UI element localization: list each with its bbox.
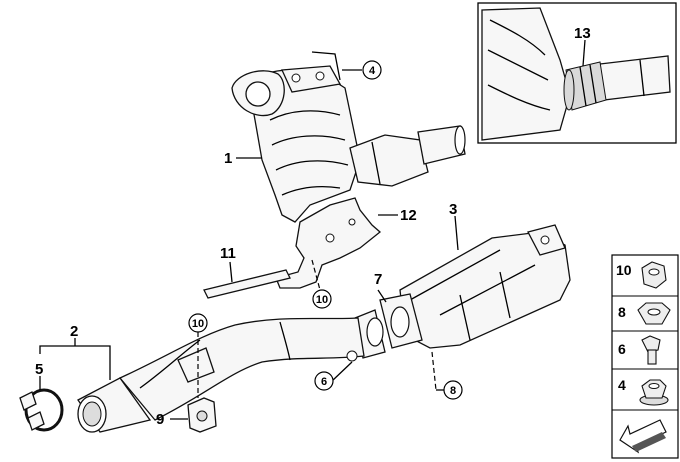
bolt-icon bbox=[641, 335, 661, 365]
callout-11: 11 bbox=[220, 245, 236, 262]
sleeve-part-13 bbox=[563, 61, 607, 111]
inlet-flange bbox=[231, 70, 285, 117]
flange-nut-icon bbox=[639, 379, 669, 406]
callout-9: 9 bbox=[156, 411, 164, 428]
sidebar-label-4: 4 bbox=[618, 377, 626, 393]
callout-1: 1 bbox=[224, 150, 232, 167]
catalyst-muffler-part-3 bbox=[399, 224, 571, 349]
callout-8: 8 bbox=[450, 385, 456, 397]
gasket-part-7 bbox=[379, 293, 423, 349]
sidebar-label-10: 10 bbox=[616, 262, 632, 278]
hardware-sidebar: 10 8 6 4 bbox=[611, 254, 679, 459]
rubber-mount-part-9 bbox=[187, 397, 217, 433]
callout-10-lower: 10 bbox=[192, 318, 204, 330]
callout-10-upper: 10 bbox=[316, 294, 328, 306]
hex-nut-icon bbox=[637, 302, 671, 325]
nut-icon bbox=[641, 261, 667, 289]
bracket-part-12 bbox=[275, 197, 382, 289]
callout-6: 6 bbox=[321, 376, 327, 388]
direction-arrow-icon bbox=[619, 419, 667, 454]
callout-5: 5 bbox=[35, 361, 43, 378]
inset-detail-panel: 13 bbox=[477, 2, 677, 144]
callout-4: 4 bbox=[369, 65, 376, 77]
sidebar-label-6: 6 bbox=[618, 341, 626, 357]
callout-2: 2 bbox=[70, 323, 78, 340]
callout-3: 3 bbox=[449, 201, 457, 218]
sidebar-label-8: 8 bbox=[618, 304, 626, 320]
clamp-part-5 bbox=[19, 388, 64, 432]
strap-part-11 bbox=[203, 269, 291, 299]
callout-12: 12 bbox=[400, 207, 417, 224]
particulate-filter-part-1 bbox=[231, 51, 466, 223]
callout-13: 13 bbox=[574, 25, 591, 42]
callout-7: 7 bbox=[374, 271, 382, 288]
intermediate-pipe-part-2 bbox=[77, 309, 386, 433]
